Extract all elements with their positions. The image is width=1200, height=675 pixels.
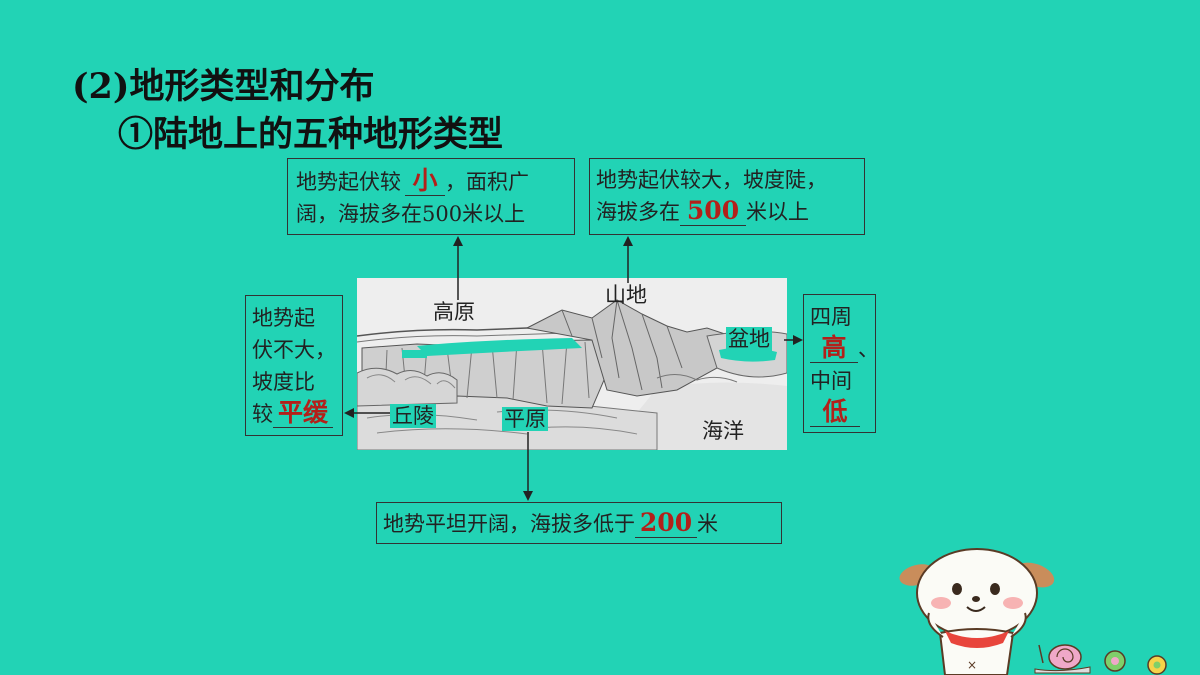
hill-text-4: 较 — [252, 402, 273, 426]
hill-text-1: 地势起 — [252, 306, 315, 330]
hill-description-box: 地势起 伏不大， 坡度比 较平缓 — [245, 295, 343, 436]
ocean-label: 海洋 — [702, 419, 744, 443]
puppy-mascot-icon: × — [899, 548, 1167, 675]
hill-answer: 平缓 — [273, 399, 333, 428]
mountain-text-2: 海拔多在 — [596, 200, 680, 224]
hill-text-3: 坡度比 — [252, 370, 315, 394]
plateau-text-2: ，面积广 — [445, 170, 529, 194]
mountain-label: 山地 — [605, 283, 647, 307]
basin-text-2: 中间 — [810, 369, 852, 393]
plateau-answer: 小 — [405, 167, 445, 196]
plain-text-2: 米 — [697, 512, 718, 536]
basin-description-box: 四周 高、 中间 低 — [803, 294, 879, 433]
plain-answer: 200 — [635, 509, 697, 538]
plateau-text-1: 地势起伏较 — [296, 170, 401, 194]
mountain-text-1: 地势起伏较大，坡度陡， — [596, 168, 827, 192]
basin-text-1: 四周 — [810, 305, 852, 329]
basin-label: 盆地 — [726, 327, 772, 351]
svg-text:×: × — [967, 658, 977, 672]
mountain-text-3: 米以上 — [746, 200, 809, 224]
basin-separator: 、 — [858, 337, 879, 361]
basin-answer-low: 低 — [810, 398, 860, 427]
plain-text-1: 地势平坦开阔，海拔多低于 — [383, 512, 635, 536]
section-subheading: ①陆地上的五种地形类型 — [118, 114, 504, 155]
plateau-label: 高原 — [433, 300, 475, 324]
plateau-text-3: 阔，海拔多在500米以上 — [296, 202, 526, 226]
section-heading: (2)地形类型和分布 — [72, 66, 375, 107]
plain-label: 平原 — [502, 407, 548, 431]
basin-answer-high: 高 — [810, 334, 858, 363]
hill-text-2: 伏不大， — [252, 338, 336, 362]
plateau-description-box: 地势起伏较小，面积广 阔，海拔多在500米以上 — [287, 158, 575, 235]
landform-illustration: 高原 山地 盆地 丘陵 平原 海洋 — [357, 278, 787, 450]
mountain-answer: 500 — [680, 197, 746, 226]
hill-label: 丘陵 — [390, 404, 436, 428]
